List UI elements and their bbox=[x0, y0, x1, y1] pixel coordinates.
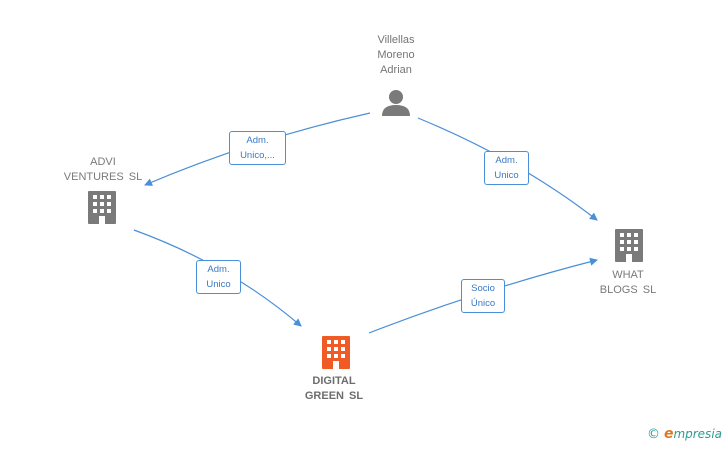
edge-label-advi-digital: Adm. Unico bbox=[196, 260, 241, 294]
edge-label-person-advi: Adm. Unico,... bbox=[229, 131, 286, 165]
edge-label-digital-what: Socio Único bbox=[461, 279, 505, 313]
brand-logo-initial: e bbox=[663, 426, 674, 442]
node-label-person[interactable]: Villellas Moreno Adrian bbox=[377, 34, 415, 76]
node-label-what[interactable]: WHAT BLOGS SL bbox=[599, 269, 657, 296]
copyright-symbol: © bbox=[646, 427, 660, 442]
edge-label-person-what: Adm. Unico bbox=[484, 151, 529, 185]
building-icon bbox=[615, 229, 643, 262]
node-label-digital[interactable]: DIGITAL GREEN SL bbox=[304, 375, 364, 402]
brand-watermark: ©empresia bbox=[647, 426, 722, 442]
brand-name: mpresia bbox=[673, 427, 722, 441]
person-icon bbox=[382, 90, 410, 116]
building-icon bbox=[88, 191, 116, 224]
node-label-advi[interactable]: ADVI VENTURES SL bbox=[63, 156, 143, 183]
building-icon-focus bbox=[322, 336, 350, 369]
